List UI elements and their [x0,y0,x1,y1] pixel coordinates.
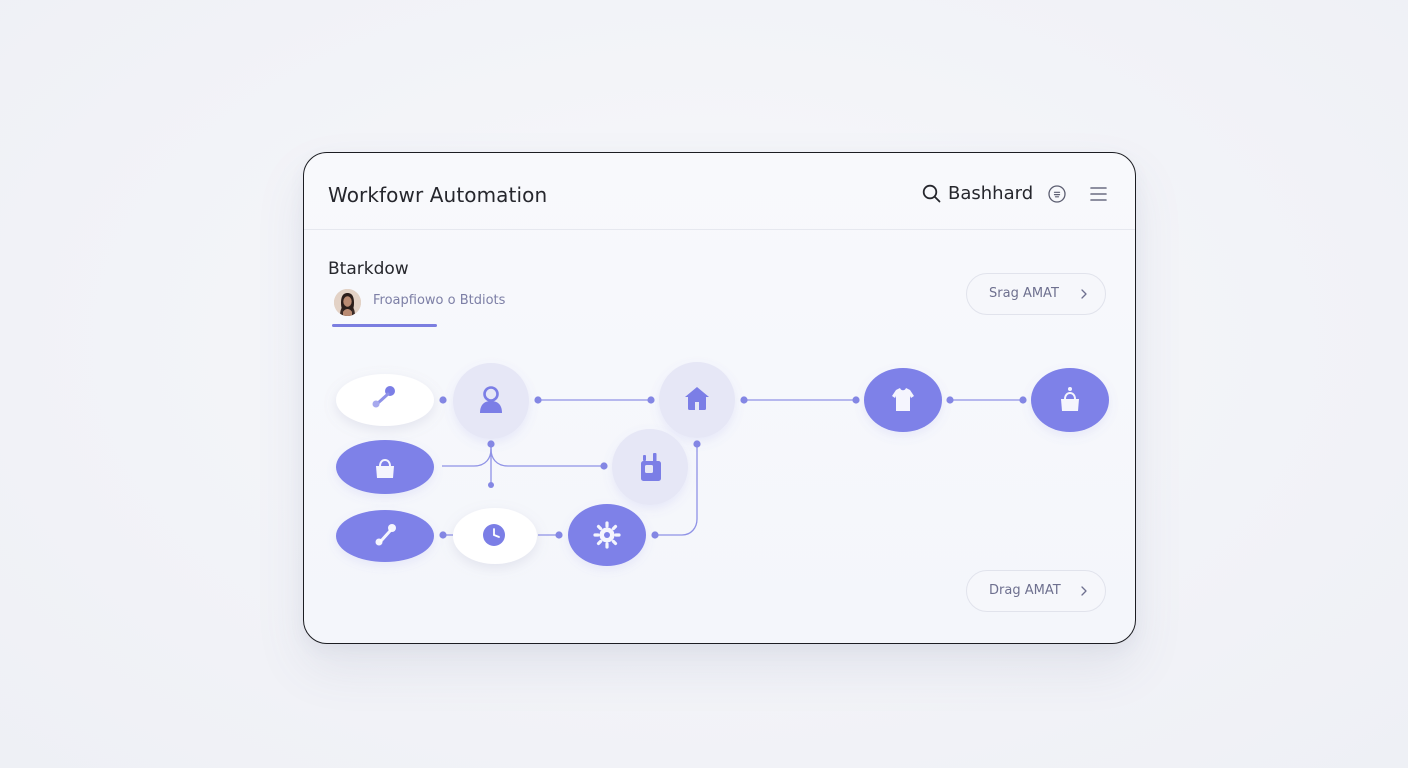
port-dot [852,396,860,404]
active-tab-indicator [332,324,437,327]
port-dot [534,396,542,404]
port-dot [439,531,447,539]
workflow-node-n9[interactable] [453,508,537,564]
shirt-icon [892,388,914,411]
gear-icon [593,521,621,549]
port-dot [651,531,659,539]
connector [656,444,698,536]
tool-icon [375,524,396,546]
drag-action-label: Srag AMAT [989,286,1059,301]
port-dot [555,531,563,539]
port-dot [740,396,748,404]
workflow-node-n6[interactable] [336,440,434,494]
workflow-canvas [336,362,1109,566]
connector [442,444,492,467]
section-subtitle: Froapfiowo o Btdiots [373,293,506,308]
port-dot [1019,396,1027,404]
port-dot [488,482,494,488]
home-icon [685,387,709,410]
user-icon[interactable] [1048,185,1066,203]
workflow-node-n7[interactable] [612,429,688,505]
section-title: Btarkdow [328,259,409,279]
drag-action-button-top[interactable]: Srag AMAT [966,273,1106,315]
avatar[interactable] [334,289,361,316]
workflow-node-n1[interactable] [336,374,434,426]
app-title: Workfowr Automation [328,183,548,207]
user-icon [480,386,502,413]
bag-icon [376,459,394,478]
drag-action-label: Drag AMAT [989,583,1061,598]
window-header: Workfowr Automation Bashhard [304,153,1135,230]
drag-action-button-bottom[interactable]: Drag AMAT [966,570,1106,612]
port-dot [439,396,447,404]
workflow-node-n5[interactable] [1031,368,1109,432]
connector-dots [439,396,1027,539]
search-button[interactable]: Bashhard [922,183,1033,204]
workflow-window: Workfowr Automation Bashhard Btark [303,152,1136,644]
workflow-node-n10[interactable] [568,504,646,566]
clock-icon [483,524,505,546]
workflow-node-n8[interactable] [336,510,434,562]
port-dot [600,462,608,470]
connector [490,448,604,467]
port-dot [647,396,655,404]
port-dot [693,440,701,448]
workflow-node-n2[interactable] [453,363,529,439]
bag-icon [1061,387,1079,411]
wrench-icon [372,386,395,408]
avatar-image [334,289,361,316]
port-dot [946,396,954,404]
workflow-node-n4[interactable] [864,368,942,432]
search-icon [922,184,941,203]
menu-icon[interactable] [1090,186,1107,202]
workflow-node-n3[interactable] [659,362,735,438]
connectors [442,399,1023,536]
chevron-right-icon [1081,289,1087,299]
port-dot [487,440,495,448]
device-icon [641,453,661,481]
search-label: Bashhard [948,183,1034,204]
chevron-right-icon [1081,586,1087,596]
